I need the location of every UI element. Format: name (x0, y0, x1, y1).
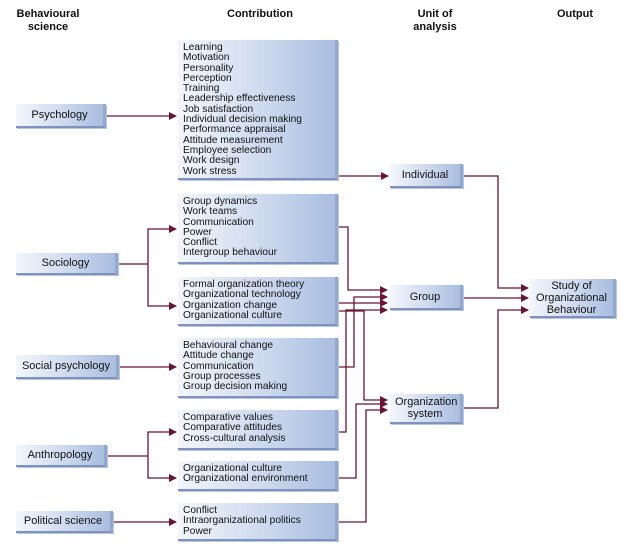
list-item: Work design (183, 155, 240, 167)
science-psychology-label: Psychology (31, 109, 88, 121)
list-item: Perception (183, 72, 232, 84)
unit-individual-label: Individual (401, 169, 449, 181)
list-item: Motivation (183, 52, 230, 64)
contribution-social-psychology: Behavioural change Attitude change Commu… (178, 338, 338, 398)
list-item: Conflict (183, 505, 217, 516)
science-anthropology: Anthropology (16, 445, 107, 467)
list-item: Attitude measurement (183, 134, 283, 146)
output-study-of-ob: Study of Organizational Behaviour (530, 279, 616, 318)
list-item: Organization change (183, 299, 278, 311)
list-item: Comparative attitudes (183, 422, 283, 434)
unit-group: Group (390, 285, 463, 310)
list-item: Communication (183, 360, 254, 372)
list-item: Group processes (183, 370, 261, 382)
unit-organization-system: Organization system (390, 394, 463, 424)
contribution-political-science: Conflict Intraorganizational politics Po… (178, 503, 338, 541)
header-behavioural-science: Behavioural science (16, 8, 80, 33)
list-item: Communication (183, 216, 254, 228)
arrow-org-to-output (462, 306, 529, 409)
list-item: Attitude change (183, 350, 254, 362)
unit-group-label: Group (409, 290, 441, 303)
arrow-individual-to-output (462, 175, 529, 292)
science-sociology: Sociology (16, 253, 118, 275)
arrow-sociology-up (147, 225, 177, 264)
list-item: Work teams (183, 206, 238, 218)
unit-organization-system-label: Organization system (395, 396, 458, 420)
list-item: Training (183, 83, 220, 95)
contribution-sociology-organization: Formal organization theory Organizationa… (178, 277, 338, 326)
list-item: Formal organization theory (183, 279, 305, 290)
list-item: Organizational culture (183, 309, 283, 321)
list-item: Leadership effectiveness (183, 93, 296, 105)
output-label: Study of Organizational Behaviour (536, 279, 607, 316)
list-item: Group decision making (183, 381, 288, 393)
contribution-sociology-group: Group dynamics Work teams Communication … (178, 194, 338, 264)
list-item: Performance appraisal (183, 124, 286, 136)
list-item: Learning (183, 42, 223, 53)
arrow-soc-org-to-org (338, 310, 388, 404)
header-unit-of-analysis: Unit of analysis (413, 8, 457, 33)
contribution-anthropology-culture: Organizational culture Organizational en… (178, 461, 338, 491)
list-item: Personality (183, 62, 234, 74)
unit-individual: Individual (390, 164, 463, 188)
arrow-soc-group-to-group (338, 226, 388, 294)
list-item: Intergroup behaviour (183, 247, 278, 259)
contribution-anthropology-values: Comparative values Comparative attitudes… (178, 410, 338, 450)
list-item: Job satisfaction (183, 103, 254, 115)
list-item: Organizational culture (183, 463, 283, 474)
list-item: Individual decision making (183, 114, 302, 126)
list-item: Organizational environment (183, 473, 308, 485)
arrow-anthropology-up (147, 428, 177, 456)
science-political-science: Political science (16, 511, 113, 533)
science-sociology-label: Sociology (41, 257, 90, 269)
science-anthropology-label: Anthropology (27, 449, 93, 461)
list-item: Power (183, 525, 212, 537)
science-political-science-label: Political science (23, 515, 103, 527)
list-item: Intraorganizational politics (183, 515, 301, 527)
list-item: Behavioural change (183, 340, 274, 351)
header-contribution: Contribution (227, 8, 293, 20)
arrow-political-to-org (338, 406, 388, 523)
contribution-psychology: Learning Motivation Personality Percepti… (178, 40, 338, 180)
science-psychology: Psychology (16, 104, 106, 128)
science-social-psychology: Social psychology (16, 355, 119, 379)
list-item: Work stress (183, 165, 237, 177)
list-item: Organizational technology (183, 289, 301, 301)
arrow-anthropology-down (147, 456, 177, 482)
list-item: Cross-cultural analysis (183, 432, 286, 444)
list-item: Employee selection (183, 144, 272, 156)
list-item: Conflict (183, 237, 217, 249)
arrow-sociology-down (147, 264, 177, 310)
list-item: Power (183, 226, 212, 238)
list-item: Group dynamics (183, 196, 258, 207)
list-item: Comparative values (183, 412, 274, 423)
science-social-psychology-label: Social psychology (21, 360, 111, 372)
header-output: Output (556, 8, 594, 20)
arrow-anthro-values-to-group (338, 306, 388, 433)
arrow-anthro-culture-to-org (338, 400, 388, 479)
